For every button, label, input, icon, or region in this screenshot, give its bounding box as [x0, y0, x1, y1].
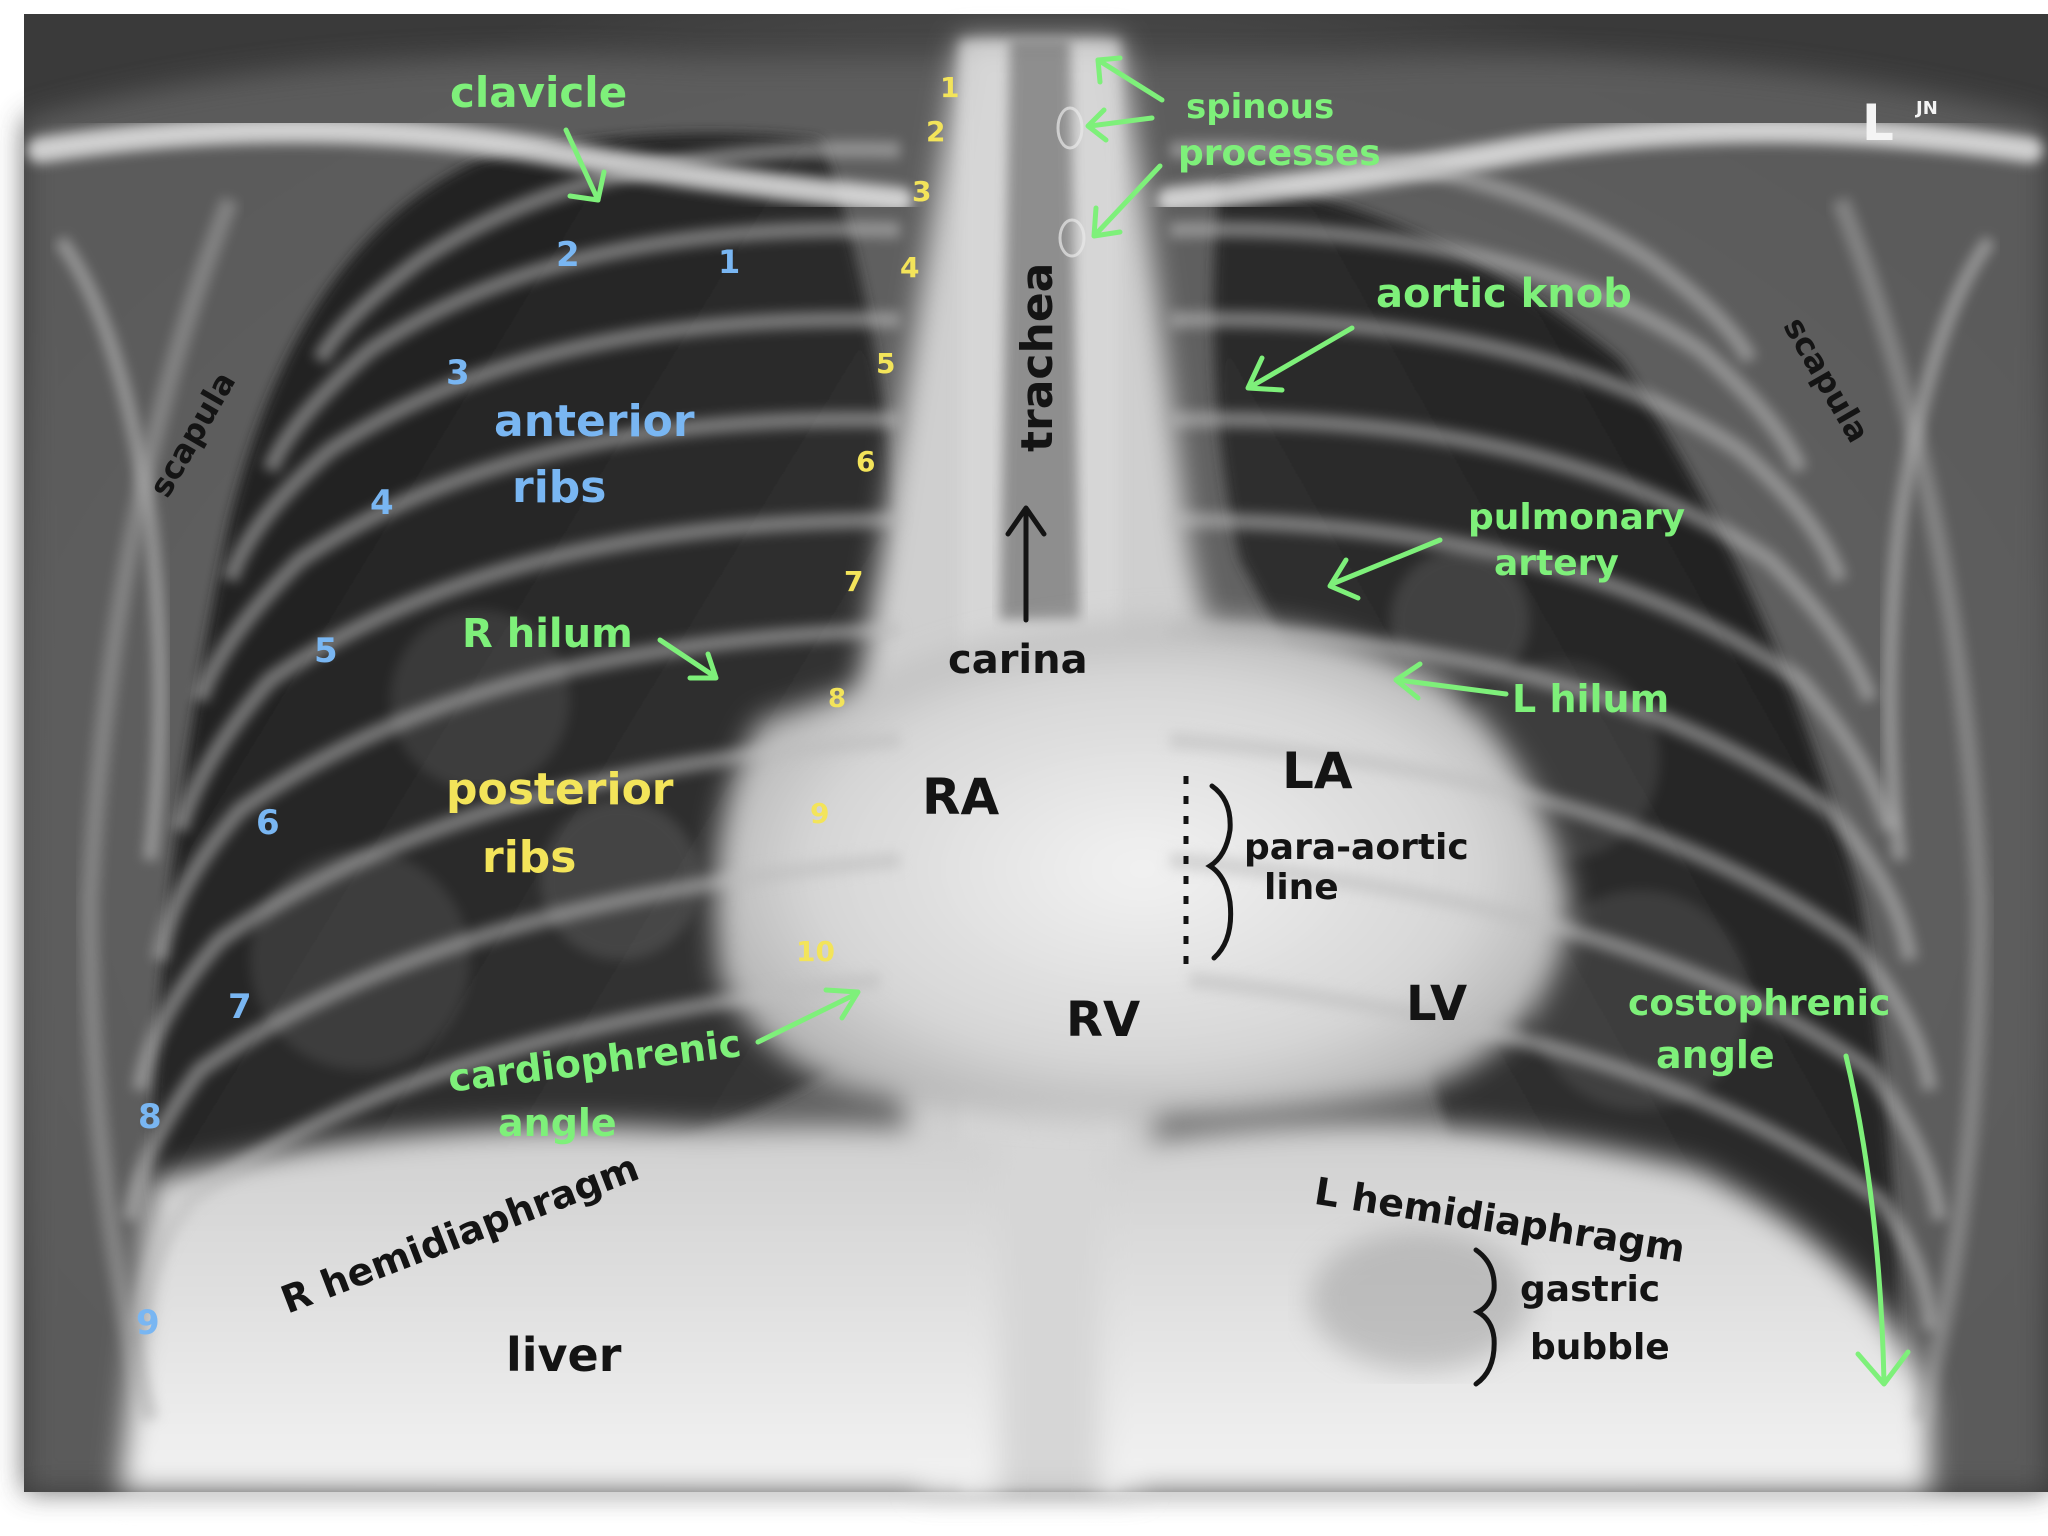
label-trachea: trachea: [1012, 262, 1063, 452]
label-cardiophrenic-angle: angle: [498, 1101, 617, 1145]
label-spinous: spinous: [1186, 87, 1335, 127]
label-posterior-ribs: ribs: [482, 832, 577, 883]
label-bubble: bubble: [1530, 1327, 1670, 1368]
anterior-rib-number: 9: [136, 1303, 160, 1343]
label-anterior: anterior: [494, 396, 695, 447]
label-liver: liver: [506, 1328, 622, 1382]
anterior-rib-number: 2: [556, 235, 580, 275]
posterior-rib-number: 5: [876, 347, 896, 380]
label-costophrenic-angle: angle: [1656, 1033, 1775, 1077]
posterior-rib-number: 1: [940, 71, 960, 104]
posterior-rib-number: 2: [926, 115, 946, 148]
label-processes: processes: [1178, 133, 1381, 174]
label-pulmonary: pulmonary: [1468, 497, 1686, 538]
posterior-rib-number: 4: [900, 251, 920, 284]
label-carina: carina: [948, 637, 1088, 683]
side-marker: L: [1862, 94, 1894, 152]
label-posterior: posterior: [446, 764, 674, 815]
anterior-rib-number: 4: [370, 483, 394, 523]
label-r-hilum: R hilum: [462, 611, 633, 657]
label-ra: RA: [922, 768, 1000, 826]
posterior-rib-number: 9: [810, 797, 830, 830]
label-la: LA: [1282, 742, 1353, 800]
posterior-rib-number: 10: [796, 935, 835, 968]
anterior-rib-number: 3: [446, 353, 470, 393]
posterior-rib-number: 3: [912, 175, 932, 208]
anterior-rib-number: 6: [256, 803, 280, 843]
label-rv: RV: [1066, 992, 1141, 1048]
anterior-rib-number: 7: [228, 987, 252, 1027]
label-para-aortic-line: line: [1264, 867, 1339, 908]
label-l-hilum: L hilum: [1512, 677, 1670, 721]
initials-marker: JN: [1916, 98, 1938, 119]
label-para-aortic: para-aortic: [1244, 827, 1469, 868]
label-gastric: gastric: [1520, 1269, 1661, 1310]
label-artery: artery: [1494, 543, 1619, 584]
label-costophrenic: costophrenic: [1628, 983, 1891, 1024]
anterior-rib-number: 5: [314, 631, 338, 671]
posterior-rib-number: 8: [828, 684, 847, 714]
label-clavicle: clavicle: [450, 68, 628, 117]
anterior-rib-number: 1: [718, 243, 741, 281]
label-anterior-ribs: ribs: [512, 462, 607, 513]
label-lv: LV: [1406, 976, 1468, 1032]
label-aortic-knob: aortic knob: [1376, 271, 1632, 317]
anterior-rib-number: 8: [138, 1097, 162, 1137]
posterior-rib-number: 7: [844, 565, 864, 598]
posterior-rib-number: 6: [856, 445, 876, 478]
